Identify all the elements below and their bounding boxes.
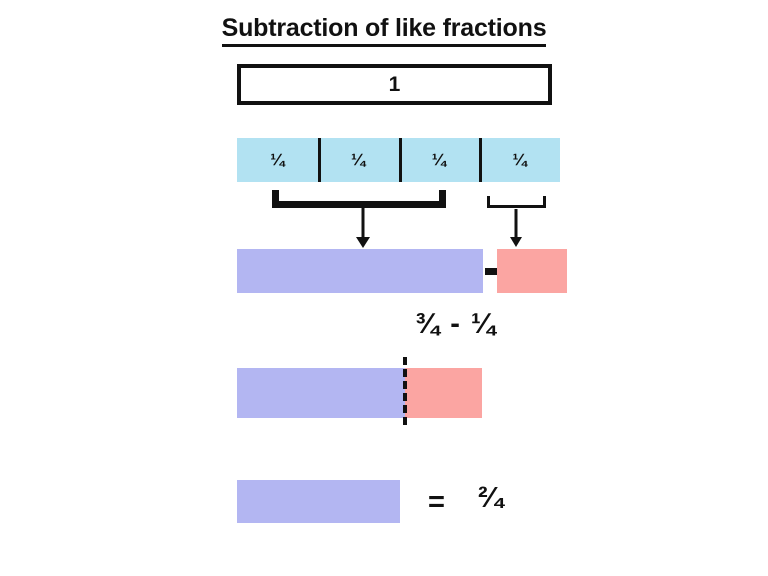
dashed-divider-line bbox=[403, 357, 407, 425]
one-quarter-group-bracket bbox=[487, 196, 546, 208]
result-equals-sign: = bbox=[428, 486, 445, 518]
result-bar bbox=[237, 480, 400, 523]
quarter-cell-1-label: ¼ bbox=[270, 150, 285, 169]
fraction-equation: ¾-¼ bbox=[415, 308, 615, 341]
whole-unit-label: 1 bbox=[388, 72, 401, 96]
quarter-cell-4: ¼ bbox=[479, 138, 560, 182]
combined-bar bbox=[237, 368, 482, 418]
quarter-cell-3-label: ¼ bbox=[431, 150, 446, 169]
page-title: Subtraction of like fractions bbox=[0, 14, 768, 47]
arrow-shaft bbox=[514, 209, 518, 237]
arrow-head bbox=[510, 237, 522, 247]
equation-operator: - bbox=[450, 308, 461, 340]
arrow-head bbox=[356, 237, 370, 248]
whole-unit-bar: 1 bbox=[237, 64, 552, 105]
three-quarters-group-bracket bbox=[272, 190, 446, 208]
page-title-text: Subtraction of like fractions bbox=[221, 14, 547, 47]
minuend-bar bbox=[237, 249, 483, 293]
quarter-cell-4-label: ¼ bbox=[512, 150, 527, 169]
equation-subtrahend: ¼ bbox=[470, 308, 497, 340]
minus-sign-icon bbox=[485, 268, 499, 275]
quarter-cell-2-label: ¼ bbox=[351, 150, 366, 169]
combined-bar-pink-segment bbox=[405, 368, 482, 418]
result-fraction-value: ²⁄₄ bbox=[478, 482, 507, 514]
combined-bar-purple-segment bbox=[237, 368, 405, 418]
quarter-cell-2: ¼ bbox=[317, 138, 399, 182]
quarter-cell-1: ¼ bbox=[237, 138, 318, 182]
one-quarter-arrow-down-icon bbox=[506, 209, 526, 247]
quarters-bar: ¼ ¼ ¼ ¼ bbox=[237, 138, 560, 182]
quarter-cell-3: ¼ bbox=[398, 138, 480, 182]
subtrahend-bar bbox=[497, 249, 567, 293]
arrow-shaft bbox=[361, 208, 365, 238]
equation-minuend: ¾ bbox=[415, 308, 441, 340]
three-quarters-arrow-down-icon bbox=[352, 208, 374, 248]
